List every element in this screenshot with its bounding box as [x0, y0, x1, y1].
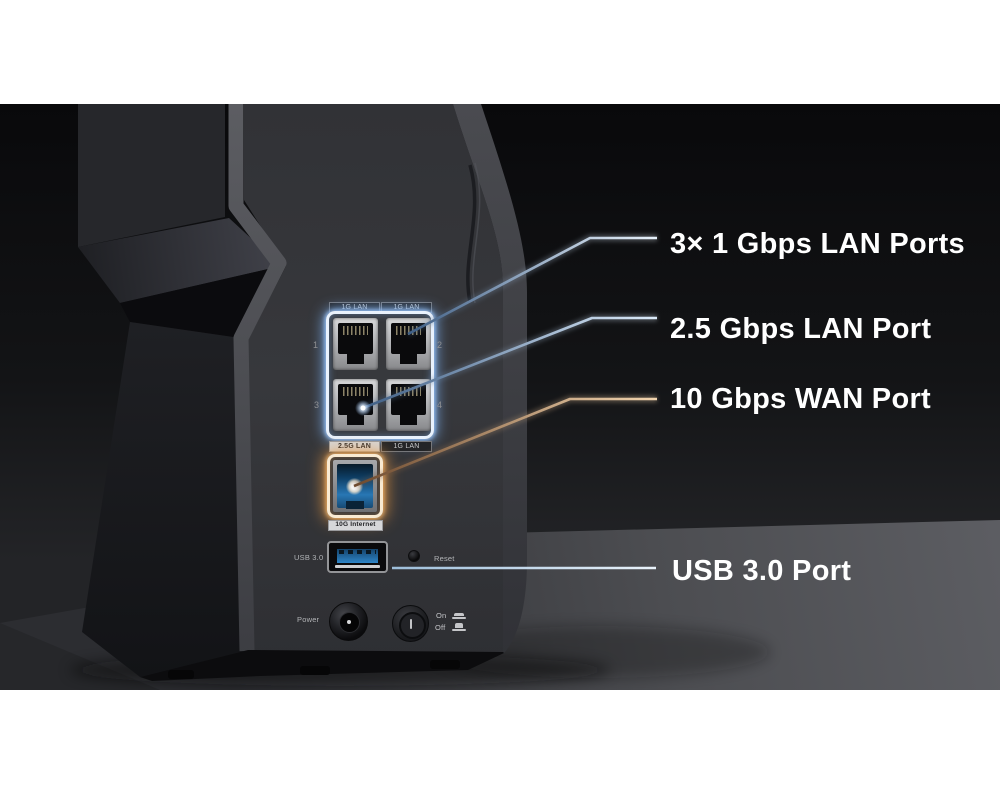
cast-shadow	[430, 626, 770, 678]
router-device	[78, 104, 527, 681]
port-label-text: 2.5G LAN	[337, 443, 372, 450]
power-off-label: Off	[435, 623, 446, 632]
usb-port	[327, 541, 388, 573]
port-label-strip-lan4: 1G LAN	[381, 441, 432, 452]
usb-contacts	[339, 550, 376, 554]
callout-label-wan: 10 Gbps WAN Port	[670, 383, 931, 415]
device-foot	[168, 670, 194, 679]
port-number-3: 3	[314, 400, 320, 410]
power-jack	[329, 602, 368, 641]
usb-shell-lip	[335, 565, 380, 568]
rj45-port-4	[386, 379, 431, 431]
device-lower-block	[82, 322, 248, 677]
rj45-pins	[396, 326, 421, 335]
callout-label-lan: 3× 1 Gbps LAN Ports	[670, 228, 965, 260]
device-left-edge-groove	[228, 104, 287, 652]
power-jack-pin	[347, 620, 351, 624]
reset-label: Reset	[434, 554, 455, 563]
rj45-tab	[400, 353, 417, 364]
power-button	[392, 605, 429, 642]
power-button-line-icon	[410, 619, 412, 629]
rj45-tab	[347, 353, 364, 364]
rj45-pins	[343, 387, 368, 396]
rj45-port-2	[386, 318, 431, 370]
power-button-ring	[399, 612, 426, 639]
device-notch-shadow-facet	[120, 266, 281, 338]
switch-base	[452, 629, 466, 631]
device-notch-top-facet	[78, 218, 281, 303]
device-base	[140, 650, 504, 681]
usb-port-panel-label: USB 3.0	[294, 553, 324, 562]
device-foot	[300, 666, 330, 675]
product-photo	[0, 104, 1000, 690]
rj45-tab	[347, 414, 364, 425]
switch-knob	[455, 623, 463, 628]
port-label-strip-25g: 2.5G LAN	[329, 441, 380, 452]
rj45-pins	[396, 387, 421, 396]
rj45-tab	[400, 414, 417, 425]
power-on-label: On	[436, 611, 447, 620]
port-number-2: 2	[437, 340, 443, 350]
rj45-port-1	[333, 318, 378, 370]
device-foot	[430, 660, 460, 669]
callout-label-lan25: 2.5 Gbps LAN Port	[670, 313, 932, 345]
port-label-text: 1G LAN	[393, 443, 420, 450]
wan-port-tab	[346, 501, 364, 509]
rj45-port-3	[333, 379, 378, 431]
port-label-text: 1G LAN	[341, 304, 368, 311]
switch-base	[452, 617, 466, 619]
port-label-text: 1G LAN	[393, 304, 420, 311]
device-side-face	[78, 104, 225, 247]
wan-glow-dot-icon	[346, 478, 363, 495]
switch-off-icon	[452, 623, 466, 631]
power-jack-label: Power	[297, 615, 320, 624]
port-number-4: 4	[437, 400, 443, 410]
switch-knob	[454, 613, 464, 616]
router-rear-scene	[0, 104, 1000, 690]
wan-port-label-text: 10G Internet	[335, 521, 376, 529]
port-number-1: 1	[313, 340, 319, 350]
callout-label-usb: USB 3.0 Port	[672, 555, 852, 587]
switch-on-icon	[452, 611, 466, 619]
wan-port-label-strip: 10G Internet	[328, 520, 383, 531]
reset-pinhole-button	[408, 550, 420, 562]
rj45-pins	[343, 326, 368, 335]
